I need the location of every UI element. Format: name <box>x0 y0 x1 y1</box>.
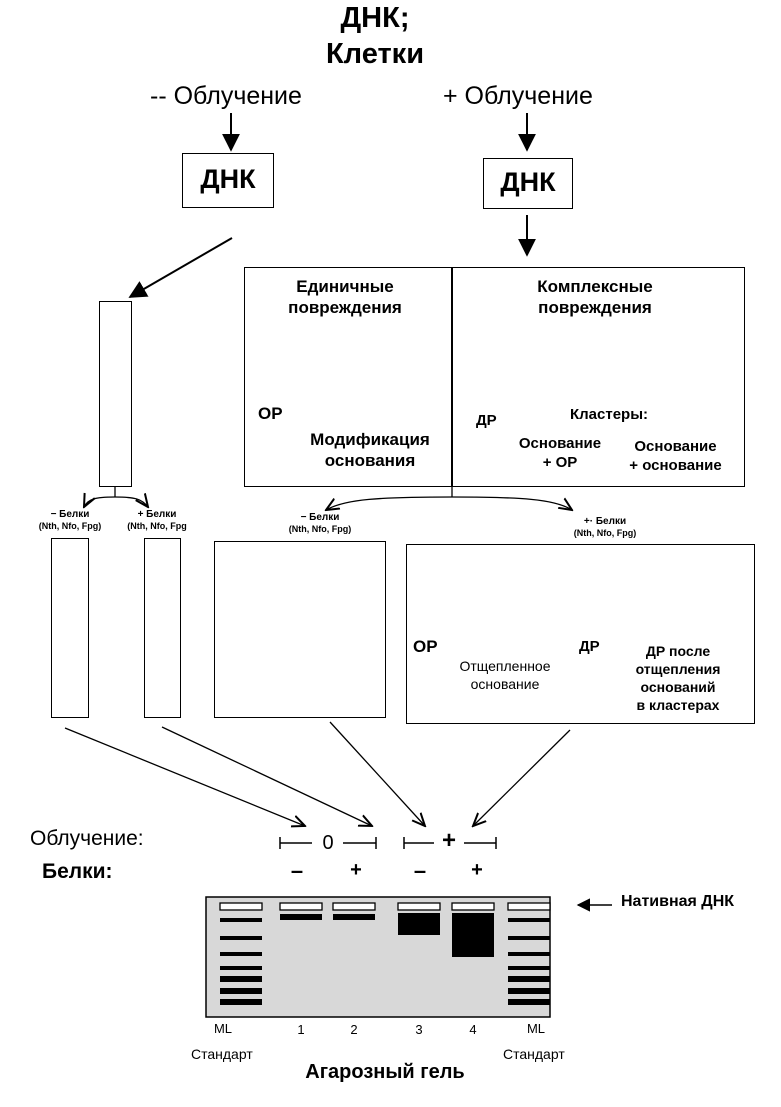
dna-box-left: ДНК <box>182 153 274 208</box>
dr-after-line2: отщепления <box>635 661 721 677</box>
plus-box-dr-label: ДР <box>579 638 600 655</box>
lane-label-1: 1 <box>297 1022 305 1037</box>
dr-after-line4: в кластерах <box>636 697 720 713</box>
standard-right-label: Стандарт <box>503 1046 565 1062</box>
protein-label-left-minus-2: (Nth, Nfo, Fpg) <box>38 521 102 531</box>
standard-left-label: Стандарт <box>191 1046 253 1062</box>
tube-plus-proteins <box>144 538 181 718</box>
irradiation-row-label: Облучение: <box>30 827 144 850</box>
complex-damage-heading-2: повреждения <box>538 298 652 317</box>
dr-after-line3: оснований <box>640 679 716 695</box>
single-op-label: ОР <box>258 404 283 423</box>
branch-minus-irradiation: -- Облучение <box>150 82 302 110</box>
protein-label-left-minus-1: − Белки <box>50 509 90 520</box>
single-damage-heading-1: Единичные <box>296 277 394 296</box>
base-op-line1: Основание <box>518 435 602 452</box>
complex-dr-label: ДР <box>476 412 497 429</box>
protein-sign-lane-2: + <box>350 859 362 881</box>
protein-label-right-plus-1: +· Белки <box>583 516 627 527</box>
minus-proteins-box <box>214 541 386 718</box>
arrow-dna-to-tube <box>128 237 233 298</box>
lane-label-ml-right: ML <box>526 1021 546 1036</box>
protein-label-right-minus-2: (Nth, Nfo, Fpg) <box>288 524 352 534</box>
excised-base-line1: Отщепленное <box>459 658 551 674</box>
protein-sign-lane-1: – <box>290 858 304 883</box>
branch-plus-irradiation: + Облучение <box>443 82 593 110</box>
protein-label-left-plus-2: (Nth, Nfo, Fpg <box>127 521 187 531</box>
lane-label-3: 3 <box>415 1022 423 1037</box>
modification-line1: Модификация <box>310 430 430 449</box>
base-op-line2: + ОР <box>542 454 578 471</box>
proteins-row-label: Белки: <box>42 860 113 883</box>
title-line2: Клетки <box>325 38 425 70</box>
tube-minus-proteins <box>51 538 89 718</box>
gel-caption: Агарозный гель <box>305 1061 465 1083</box>
damage-box <box>244 267 745 487</box>
protein-sign-lane-4: + <box>471 859 483 881</box>
modification-line2: основания <box>324 451 416 470</box>
dose-zero: 0 <box>322 832 334 854</box>
damage-box-divider <box>451 267 453 487</box>
tube-control <box>99 301 132 487</box>
protein-label-right-minus-1: − Белки <box>300 512 340 523</box>
lane-label-ml-left: ML <box>213 1021 233 1036</box>
protein-sign-lane-3: – <box>413 858 427 883</box>
native-dna-label: Нативная ДНК <box>621 893 735 910</box>
dna-left-label: ДНК <box>200 164 256 194</box>
plus-proteins-box <box>406 544 755 724</box>
clusters-label: Кластеры: <box>570 406 649 423</box>
lane-label-4: 4 <box>469 1022 477 1037</box>
agarose-gel <box>205 896 551 1018</box>
protein-label-right-plus-2: (Nth, Nfo, Fpg) <box>573 528 637 538</box>
excised-base-line2: основание <box>470 676 540 692</box>
dr-after-line1: ДР после <box>645 643 711 659</box>
complex-damage-heading-1: Комплексные <box>537 277 653 296</box>
base-base-line2: + основание <box>629 457 722 474</box>
dna-box-right: ДНК <box>483 158 573 209</box>
dose-plus: + <box>441 827 456 854</box>
plus-box-op-label: ОР <box>413 637 438 656</box>
dna-right-label: ДНК <box>500 167 556 197</box>
protein-label-left-plus-1: + Белки <box>137 509 177 520</box>
single-damage-heading-2: повреждения <box>288 298 402 317</box>
lane-label-2: 2 <box>350 1022 358 1037</box>
base-base-line1: Основание <box>634 438 717 455</box>
title-line1: ДНК; <box>340 2 410 34</box>
